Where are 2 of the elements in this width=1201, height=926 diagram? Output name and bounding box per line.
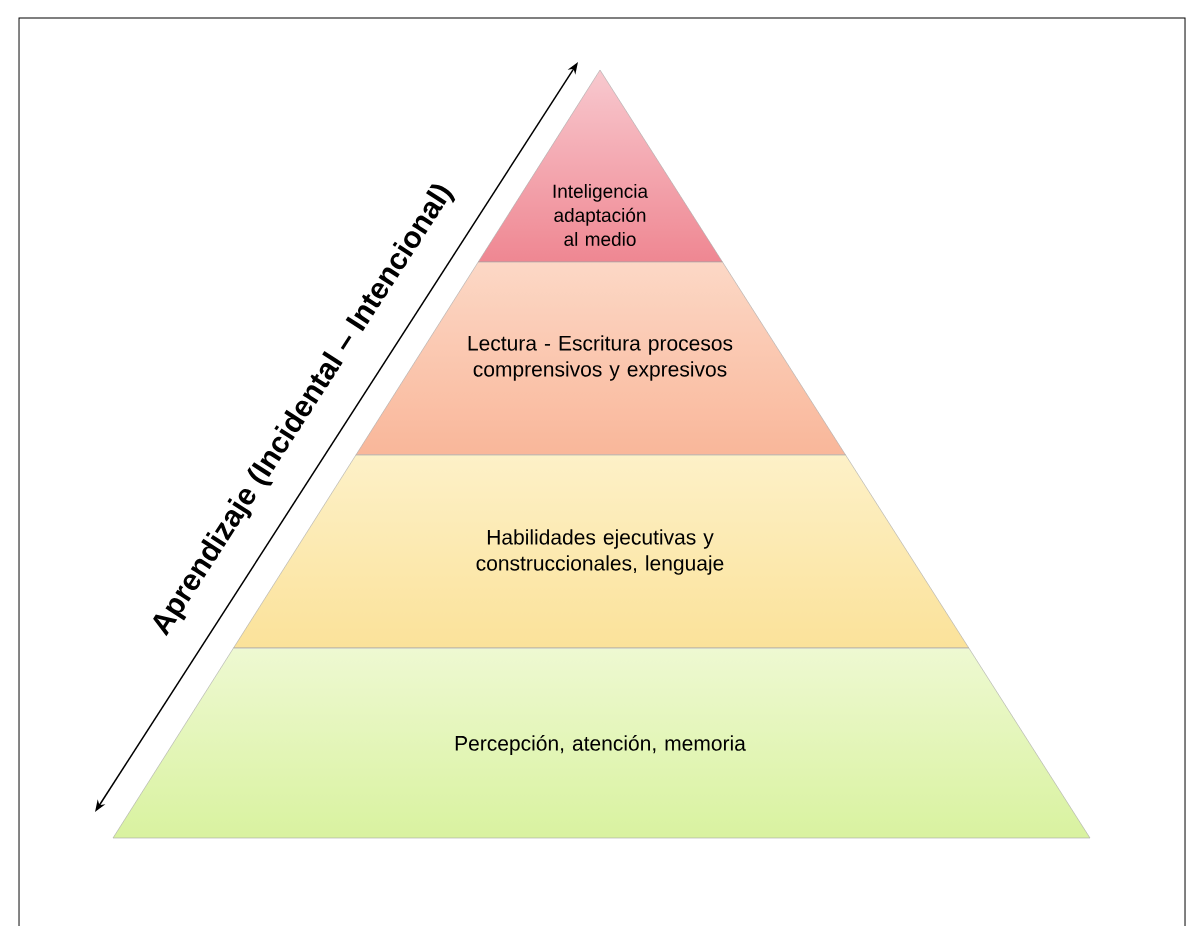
pyramid-level: Inteligencia adaptación al medio	[477, 69, 723, 263]
pyramid-level: Percepción, atención, memoria	[112, 647, 1091, 839]
